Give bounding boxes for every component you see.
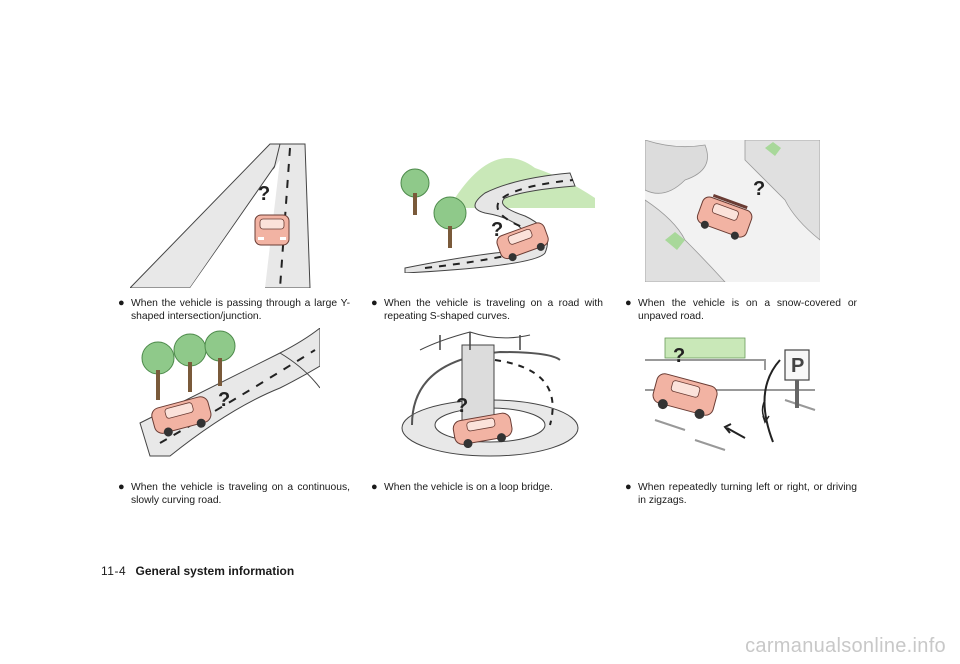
illustration-loop-bridge: ?: [400, 330, 580, 460]
caption-text: When the vehicle is on a snow-covered or…: [638, 298, 857, 322]
bullet-icon: ●: [625, 297, 632, 309]
car-loop-bridge-illustration: ?: [401, 331, 579, 457]
caption-loop-bridge: ● When the vehicle is on a loop bridge.: [371, 481, 603, 494]
bullet-icon: ●: [371, 297, 378, 309]
illustration-s-curves: ?: [395, 138, 595, 273]
caption-zigzag: ● When repeatedly turning left or right,…: [625, 481, 857, 507]
car-s-curves-illustration: ?: [400, 158, 595, 273]
car-snow-road-illustration: ?: [645, 140, 820, 282]
caption-text: When the vehicle is traveling on a conti…: [131, 482, 350, 506]
caption-y-intersection: ● When the vehicle is passing through a …: [118, 297, 350, 323]
page-number: 11-4: [101, 564, 127, 578]
question-mark: ?: [753, 178, 765, 200]
illustration-zigzag: P ?: [645, 330, 825, 468]
illustration-snow-road: ?: [645, 140, 820, 282]
question-mark: ?: [456, 395, 468, 417]
car-y-junction-illustration: ?: [130, 143, 311, 288]
car-continuous-curve-illustration: ?: [139, 328, 320, 457]
caption-text: When the vehicle is passing through a la…: [131, 298, 350, 322]
caption-s-curves: ● When the vehicle is traveling on a roa…: [371, 297, 603, 323]
bullet-icon: ●: [371, 481, 378, 493]
bullet-icon: ●: [118, 481, 125, 493]
question-mark: ?: [491, 219, 503, 241]
question-mark: ?: [673, 345, 685, 367]
caption-text: When the vehicle is traveling on a road …: [384, 298, 603, 322]
question-mark: ?: [258, 183, 270, 205]
caption-text: When repeatedly turning left or right, o…: [638, 482, 857, 506]
illustration-continuous-curve: ?: [130, 328, 320, 470]
caption-continuous-curve: ● When the vehicle is traveling on a con…: [118, 481, 350, 507]
page-footer: 11-4 General system information: [101, 564, 294, 578]
bullet-icon: ●: [625, 481, 632, 493]
parking-sign-icon: P: [791, 355, 804, 377]
question-mark: ?: [218, 389, 230, 411]
watermark: carmanualsonline.info: [745, 635, 946, 657]
section-title: General system information: [135, 564, 295, 578]
bullet-icon: ●: [118, 297, 125, 309]
caption-text: When the vehicle is on a loop bridge.: [384, 482, 553, 493]
car-zigzag-parking-illustration: P ?: [645, 337, 816, 451]
caption-snow-road: ● When the vehicle is on a snow-covered …: [625, 297, 857, 323]
illustration-y-intersection: ?: [130, 140, 320, 288]
